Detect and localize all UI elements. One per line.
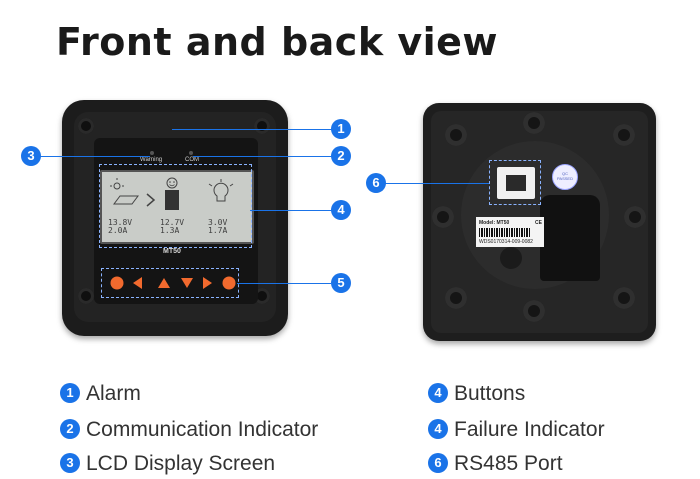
com-label: COM bbox=[185, 157, 199, 163]
back-port-hole bbox=[500, 247, 522, 269]
legend-label: Communication Indicator bbox=[86, 418, 319, 441]
callout-1: 1 bbox=[331, 119, 351, 139]
sticker-serial: WDS0170314-009-0082 bbox=[479, 239, 533, 245]
callout-3: 3 bbox=[21, 146, 41, 166]
legend-label: Buttons bbox=[454, 382, 526, 405]
lcd-highlight-box bbox=[99, 164, 252, 248]
screw-icon bbox=[254, 288, 270, 304]
model-sticker: Model: MT50 WDS0170314-009-0082 CE bbox=[476, 217, 544, 247]
up-arrow-button-icon bbox=[158, 278, 170, 288]
screw-boss-icon bbox=[445, 287, 467, 309]
callout-line bbox=[385, 183, 489, 184]
left-arrow-button-icon bbox=[133, 277, 142, 289]
callout-2: 2 bbox=[331, 146, 351, 166]
legend-number: 6 bbox=[428, 453, 448, 473]
callout-5: 5 bbox=[331, 273, 351, 293]
lcd-display: 13.8V 2.0A 12.7V 1.3A 3.0V 1.7A bbox=[100, 170, 254, 244]
rj45-socket-icon bbox=[506, 175, 526, 191]
model-label: MT50 bbox=[163, 248, 181, 255]
back-cover bbox=[540, 195, 600, 281]
legend-label: LCD Display Screen bbox=[86, 452, 276, 475]
screw-boss-icon bbox=[624, 206, 646, 228]
legend-number: 4 bbox=[428, 383, 448, 403]
com-led bbox=[189, 151, 193, 155]
solar-panel-icon bbox=[110, 178, 139, 205]
legend-label: RS485 Port bbox=[454, 452, 563, 475]
ce-mark-icon: CE bbox=[535, 220, 542, 226]
right-arrow-button-icon bbox=[203, 277, 212, 289]
callout-line bbox=[193, 156, 332, 157]
legend-number: 3 bbox=[60, 453, 80, 473]
legend-number: 4 bbox=[428, 419, 448, 439]
warning-led bbox=[150, 151, 154, 155]
sticker-model: Model: MT50 bbox=[479, 220, 510, 226]
legend-label: Alarm bbox=[86, 382, 141, 405]
lcd-pv-values: 13.8V 2.0A bbox=[108, 218, 133, 235]
port-highlight-box bbox=[489, 160, 541, 205]
callout-line bbox=[40, 156, 150, 157]
callout-6: 6 bbox=[366, 173, 386, 193]
legend-label: Failure Indicator bbox=[454, 418, 605, 441]
screw-icon bbox=[254, 118, 270, 134]
lcd-load-values: 3.0V 1.7A bbox=[208, 218, 228, 235]
buttons-highlight-box bbox=[101, 268, 239, 298]
ok-button-icon bbox=[222, 276, 236, 290]
battery-face-icon bbox=[165, 177, 179, 210]
callout-line bbox=[237, 283, 331, 284]
barcode-icon bbox=[479, 228, 531, 237]
screw-boss-icon bbox=[613, 124, 635, 146]
qc-text: QC bbox=[562, 171, 568, 176]
screw-icon bbox=[78, 288, 94, 304]
screw-boss-icon bbox=[432, 206, 454, 228]
screw-boss-icon bbox=[445, 124, 467, 146]
lcd-icons bbox=[110, 177, 234, 210]
rs485-port bbox=[497, 167, 535, 199]
callout-line bbox=[172, 129, 332, 130]
arrow-right-icon bbox=[146, 193, 156, 207]
down-arrow-button-icon bbox=[181, 278, 193, 288]
lcd-battery-values: 12.7V 1.3A bbox=[160, 218, 185, 235]
bulb-icon bbox=[208, 179, 234, 202]
screw-boss-icon bbox=[613, 287, 635, 309]
screw-boss-icon bbox=[523, 112, 545, 134]
callout-4: 4 bbox=[331, 200, 351, 220]
callout-line bbox=[250, 210, 334, 211]
esc-button-icon bbox=[110, 276, 124, 290]
qc-passed-text: PASSED bbox=[557, 176, 573, 181]
legend-number: 2 bbox=[60, 419, 80, 439]
qc-sticker: QC PASSED bbox=[552, 164, 578, 190]
legend-number: 1 bbox=[60, 383, 80, 403]
button-row bbox=[110, 276, 236, 290]
screw-icon bbox=[78, 118, 94, 134]
page-title: Front and back view bbox=[56, 20, 498, 64]
screw-boss-icon bbox=[523, 300, 545, 322]
warning-label: Warning bbox=[140, 157, 163, 163]
